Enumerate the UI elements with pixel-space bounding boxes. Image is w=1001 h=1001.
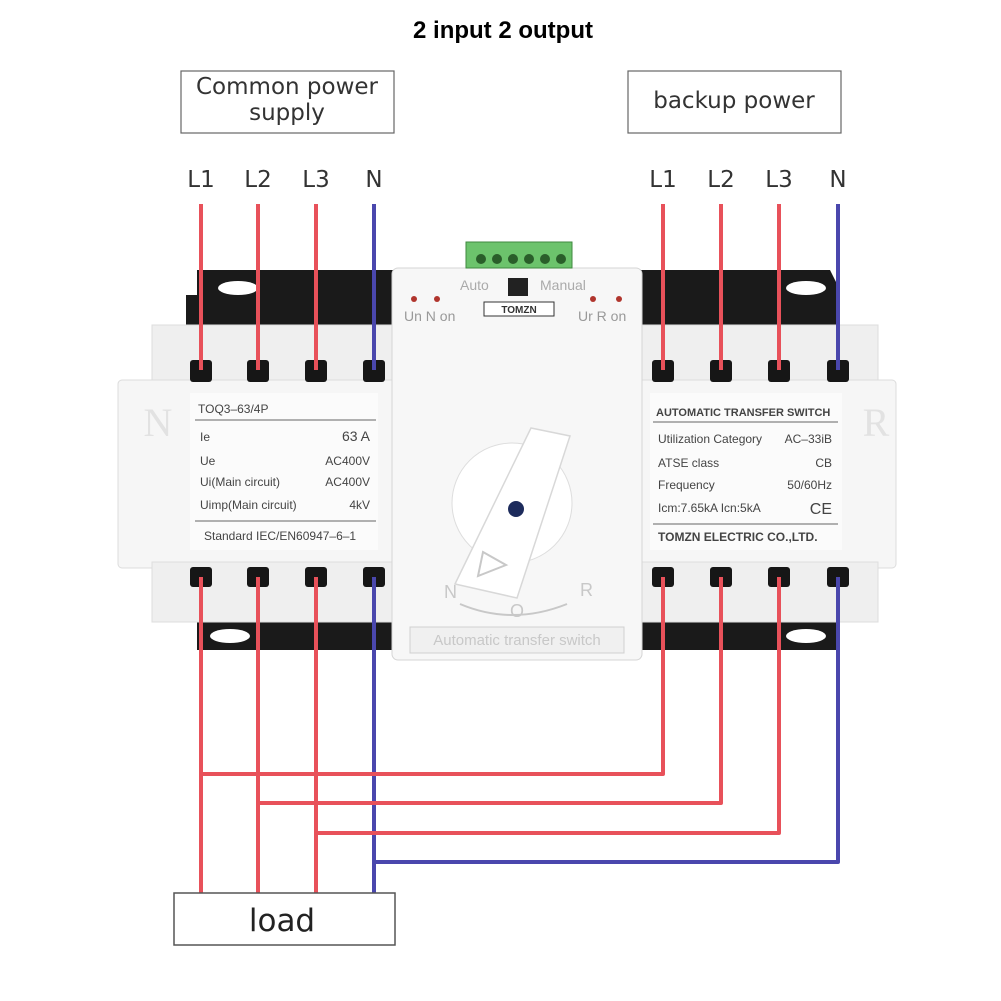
rating-value-ui: AC400V <box>325 475 370 489</box>
transfer-switch-body: N R TOQ3–63/4P I <box>117 241 897 661</box>
backup-power-label: backup power <box>653 88 815 114</box>
rating-label-frequency: Frequency <box>658 478 715 492</box>
position-o: O <box>510 601 524 621</box>
rating-label-ie: Ie <box>200 430 210 444</box>
auto-label: Auto <box>460 277 489 293</box>
maker-text: TOMZN ELECTRIC CO.,LTD. <box>658 530 818 544</box>
indicator-left-label: Un N on <box>404 308 455 324</box>
load-box <box>173 892 396 946</box>
common-power-box <box>180 70 395 134</box>
rating-label-category: Utilization Category <box>658 432 762 446</box>
bridge-l3-wire <box>316 577 781 835</box>
rating-value-uimp: 4kV <box>349 498 370 512</box>
auto-manual-switch[interactable] <box>508 278 528 296</box>
bridge-l1-wire <box>201 577 665 776</box>
position-arc <box>459 603 568 616</box>
bottom-label: Automatic transfer switch <box>433 632 601 649</box>
rating-label-atse: ATSE class <box>658 456 719 470</box>
common-terminal-l3: L3 <box>302 167 329 193</box>
position-r: R <box>580 580 593 600</box>
load-label: load <box>249 903 315 939</box>
top-terminal-screws <box>190 360 849 382</box>
rating-value-frequency: 50/60Hz <box>787 478 832 492</box>
side-letter-n: N <box>144 400 173 445</box>
position-n: N <box>444 582 457 602</box>
rating-value-atse: CB <box>815 456 832 470</box>
side-letter-r: R <box>863 400 890 445</box>
knob-screw <box>508 501 524 517</box>
control-terminal-block <box>465 241 573 269</box>
standard-text: Standard IEC/EN60947–6–1 <box>204 529 356 543</box>
indicator-non-led <box>434 296 440 302</box>
indicator-un-led <box>411 296 417 302</box>
ce-mark: CE <box>810 501 832 518</box>
brand-logo: TOMZN <box>501 305 536 316</box>
diagram-title: 2 input 2 output <box>413 17 593 44</box>
indicator-ron-led <box>616 296 622 302</box>
right-rating-panel: AUTOMATIC TRANSFER SWITCH Utilization Ca… <box>650 393 842 550</box>
backup-power-box <box>627 70 842 134</box>
wiring <box>199 204 840 893</box>
backup-terminal-l2: L2 <box>707 167 734 193</box>
bridge-l2-wire <box>258 577 723 805</box>
left-rating-panel: TOQ3–63/4P Ie 63 A Ue AC400V Ui(Main cir… <box>190 393 378 550</box>
backup-terminal-l3: L3 <box>765 167 792 193</box>
rating-label-ui: Ui(Main circuit) <box>200 475 280 489</box>
rating-value-ue: AC400V <box>325 454 370 468</box>
rating-value-ie: 63 A <box>342 428 371 444</box>
rating-label-uimp: Uimp(Main circuit) <box>200 498 297 512</box>
model-number: TOQ3–63/4P <box>198 402 269 416</box>
play-arrow-icon <box>476 550 509 578</box>
center-module: Auto Manual TOMZN Un N on Ur R on N O R … <box>391 241 643 661</box>
manual-label: Manual <box>540 277 586 293</box>
panel-heading: AUTOMATIC TRANSFER SWITCH <box>656 407 830 419</box>
common-terminal-l2: L2 <box>244 167 271 193</box>
backup-terminal-labels: L1 L2 L3 N <box>649 167 846 193</box>
bridge-n-wire <box>374 577 840 864</box>
common-terminal-labels: L1 L2 L3 N <box>187 167 382 193</box>
indicator-ur-led <box>590 296 596 302</box>
brand-plate <box>483 301 555 317</box>
indicator-right-label: Ur R on <box>578 308 626 324</box>
rating-label-current: Icm:7.65kA Icn:5kA <box>658 501 761 515</box>
rating-label-ue: Ue <box>200 454 216 468</box>
common-terminal-l1: L1 <box>187 167 214 193</box>
common-terminal-n: N <box>365 167 382 193</box>
rating-value-category: AC–33iB <box>785 432 832 446</box>
backup-terminal-n: N <box>829 167 846 193</box>
backup-terminal-l1: L1 <box>649 167 676 193</box>
